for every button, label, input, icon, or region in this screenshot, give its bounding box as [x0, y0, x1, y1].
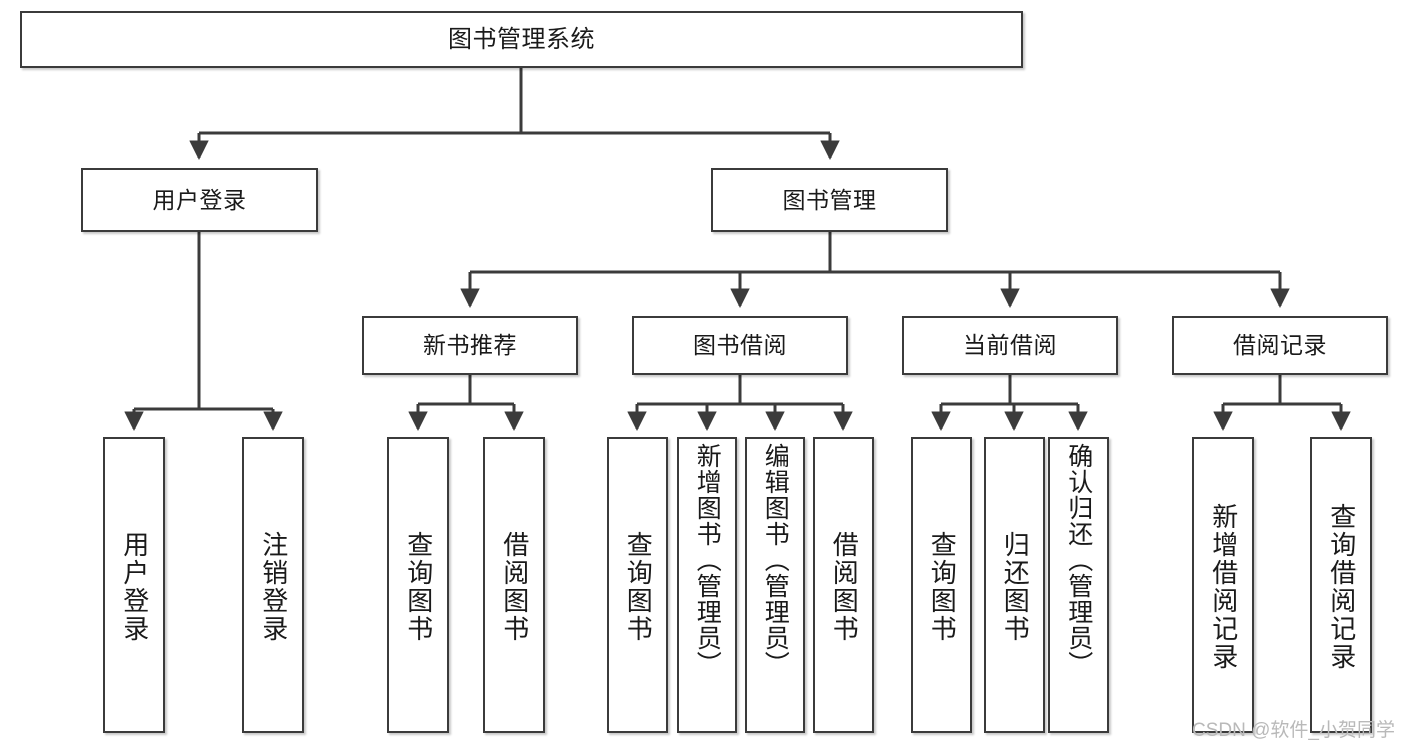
node-user-login-label: 用户登录: [152, 186, 247, 213]
edge-group-book-manage: [460, 232, 1290, 308]
node-leaf-query-book-3-label: 查询图书: [927, 531, 958, 643]
node-leaf-query-book-3[interactable]: 查询图书: [911, 437, 972, 733]
node-leaf-add-record-label: 新增借阅记录: [1208, 503, 1239, 671]
edge-group-user-login: [124, 232, 283, 431]
node-leaf-add-record[interactable]: 新增借阅记录: [1192, 437, 1254, 733]
node-leaf-query-record[interactable]: 查询借阅记录: [1310, 437, 1372, 733]
node-new-book-recommend-label: 新书推荐: [423, 332, 517, 358]
node-root-label: 图书管理系统: [448, 25, 595, 53]
node-leaf-edit-book[interactable]: 编辑图书（管理员）: [745, 437, 805, 733]
node-leaf-logout-label: 注销登录: [258, 531, 289, 643]
node-leaf-query-book-2-label: 查询图书: [623, 531, 654, 643]
node-leaf-confirm-return-label: 确认归还（管理员）: [1064, 443, 1093, 677]
edge-group-new-book-recommend: [408, 375, 524, 431]
node-leaf-borrow-book-2-label: 借阅图书: [829, 531, 860, 643]
node-leaf-borrow-book-1-label: 借阅图书: [499, 531, 530, 643]
node-leaf-return-book[interactable]: 归还图书: [984, 437, 1045, 733]
edge-group-root: [189, 68, 840, 160]
node-book-manage[interactable]: 图书管理: [711, 168, 948, 232]
node-root[interactable]: 图书管理系统: [20, 11, 1023, 68]
node-leaf-user-login[interactable]: 用户登录: [103, 437, 165, 733]
node-borrow-record-label: 借阅记录: [1233, 332, 1327, 358]
node-borrow-record[interactable]: 借阅记录: [1172, 316, 1388, 375]
node-leaf-confirm-return[interactable]: 确认归还（管理员）: [1048, 437, 1109, 733]
node-leaf-borrow-book-1[interactable]: 借阅图书: [483, 437, 545, 733]
node-leaf-borrow-book-2[interactable]: 借阅图书: [813, 437, 874, 733]
node-leaf-edit-book-label: 编辑图书（管理员）: [761, 443, 790, 677]
node-leaf-query-record-label: 查询借阅记录: [1326, 503, 1357, 671]
node-leaf-return-book-label: 归还图书: [1000, 531, 1031, 643]
node-book-borrow-label: 图书借阅: [693, 332, 787, 358]
node-current-borrow[interactable]: 当前借阅: [902, 316, 1118, 375]
node-user-login[interactable]: 用户登录: [81, 168, 318, 232]
node-current-borrow-label: 当前借阅: [963, 332, 1057, 358]
node-book-manage-label: 图书管理: [782, 186, 877, 213]
node-leaf-add-book-label: 新增图书（管理员）: [693, 443, 722, 677]
node-leaf-user-login-label: 用户登录: [119, 531, 150, 643]
node-leaf-query-book-1[interactable]: 查询图书: [387, 437, 449, 733]
edge-group-current-borrow: [931, 375, 1088, 431]
node-leaf-logout[interactable]: 注销登录: [242, 437, 304, 733]
node-new-book-recommend[interactable]: 新书推荐: [362, 316, 578, 375]
node-leaf-add-book[interactable]: 新增图书（管理员）: [677, 437, 737, 733]
edge-group-borrow-record: [1213, 375, 1351, 431]
watermark-text: CSDN @软件_小贺同学: [1192, 720, 1395, 741]
node-leaf-query-book-1-label: 查询图书: [403, 531, 434, 643]
node-book-borrow[interactable]: 图书借阅: [632, 316, 848, 375]
edge-group-book-borrow: [627, 375, 853, 431]
node-leaf-query-book-2[interactable]: 查询图书: [607, 437, 668, 733]
